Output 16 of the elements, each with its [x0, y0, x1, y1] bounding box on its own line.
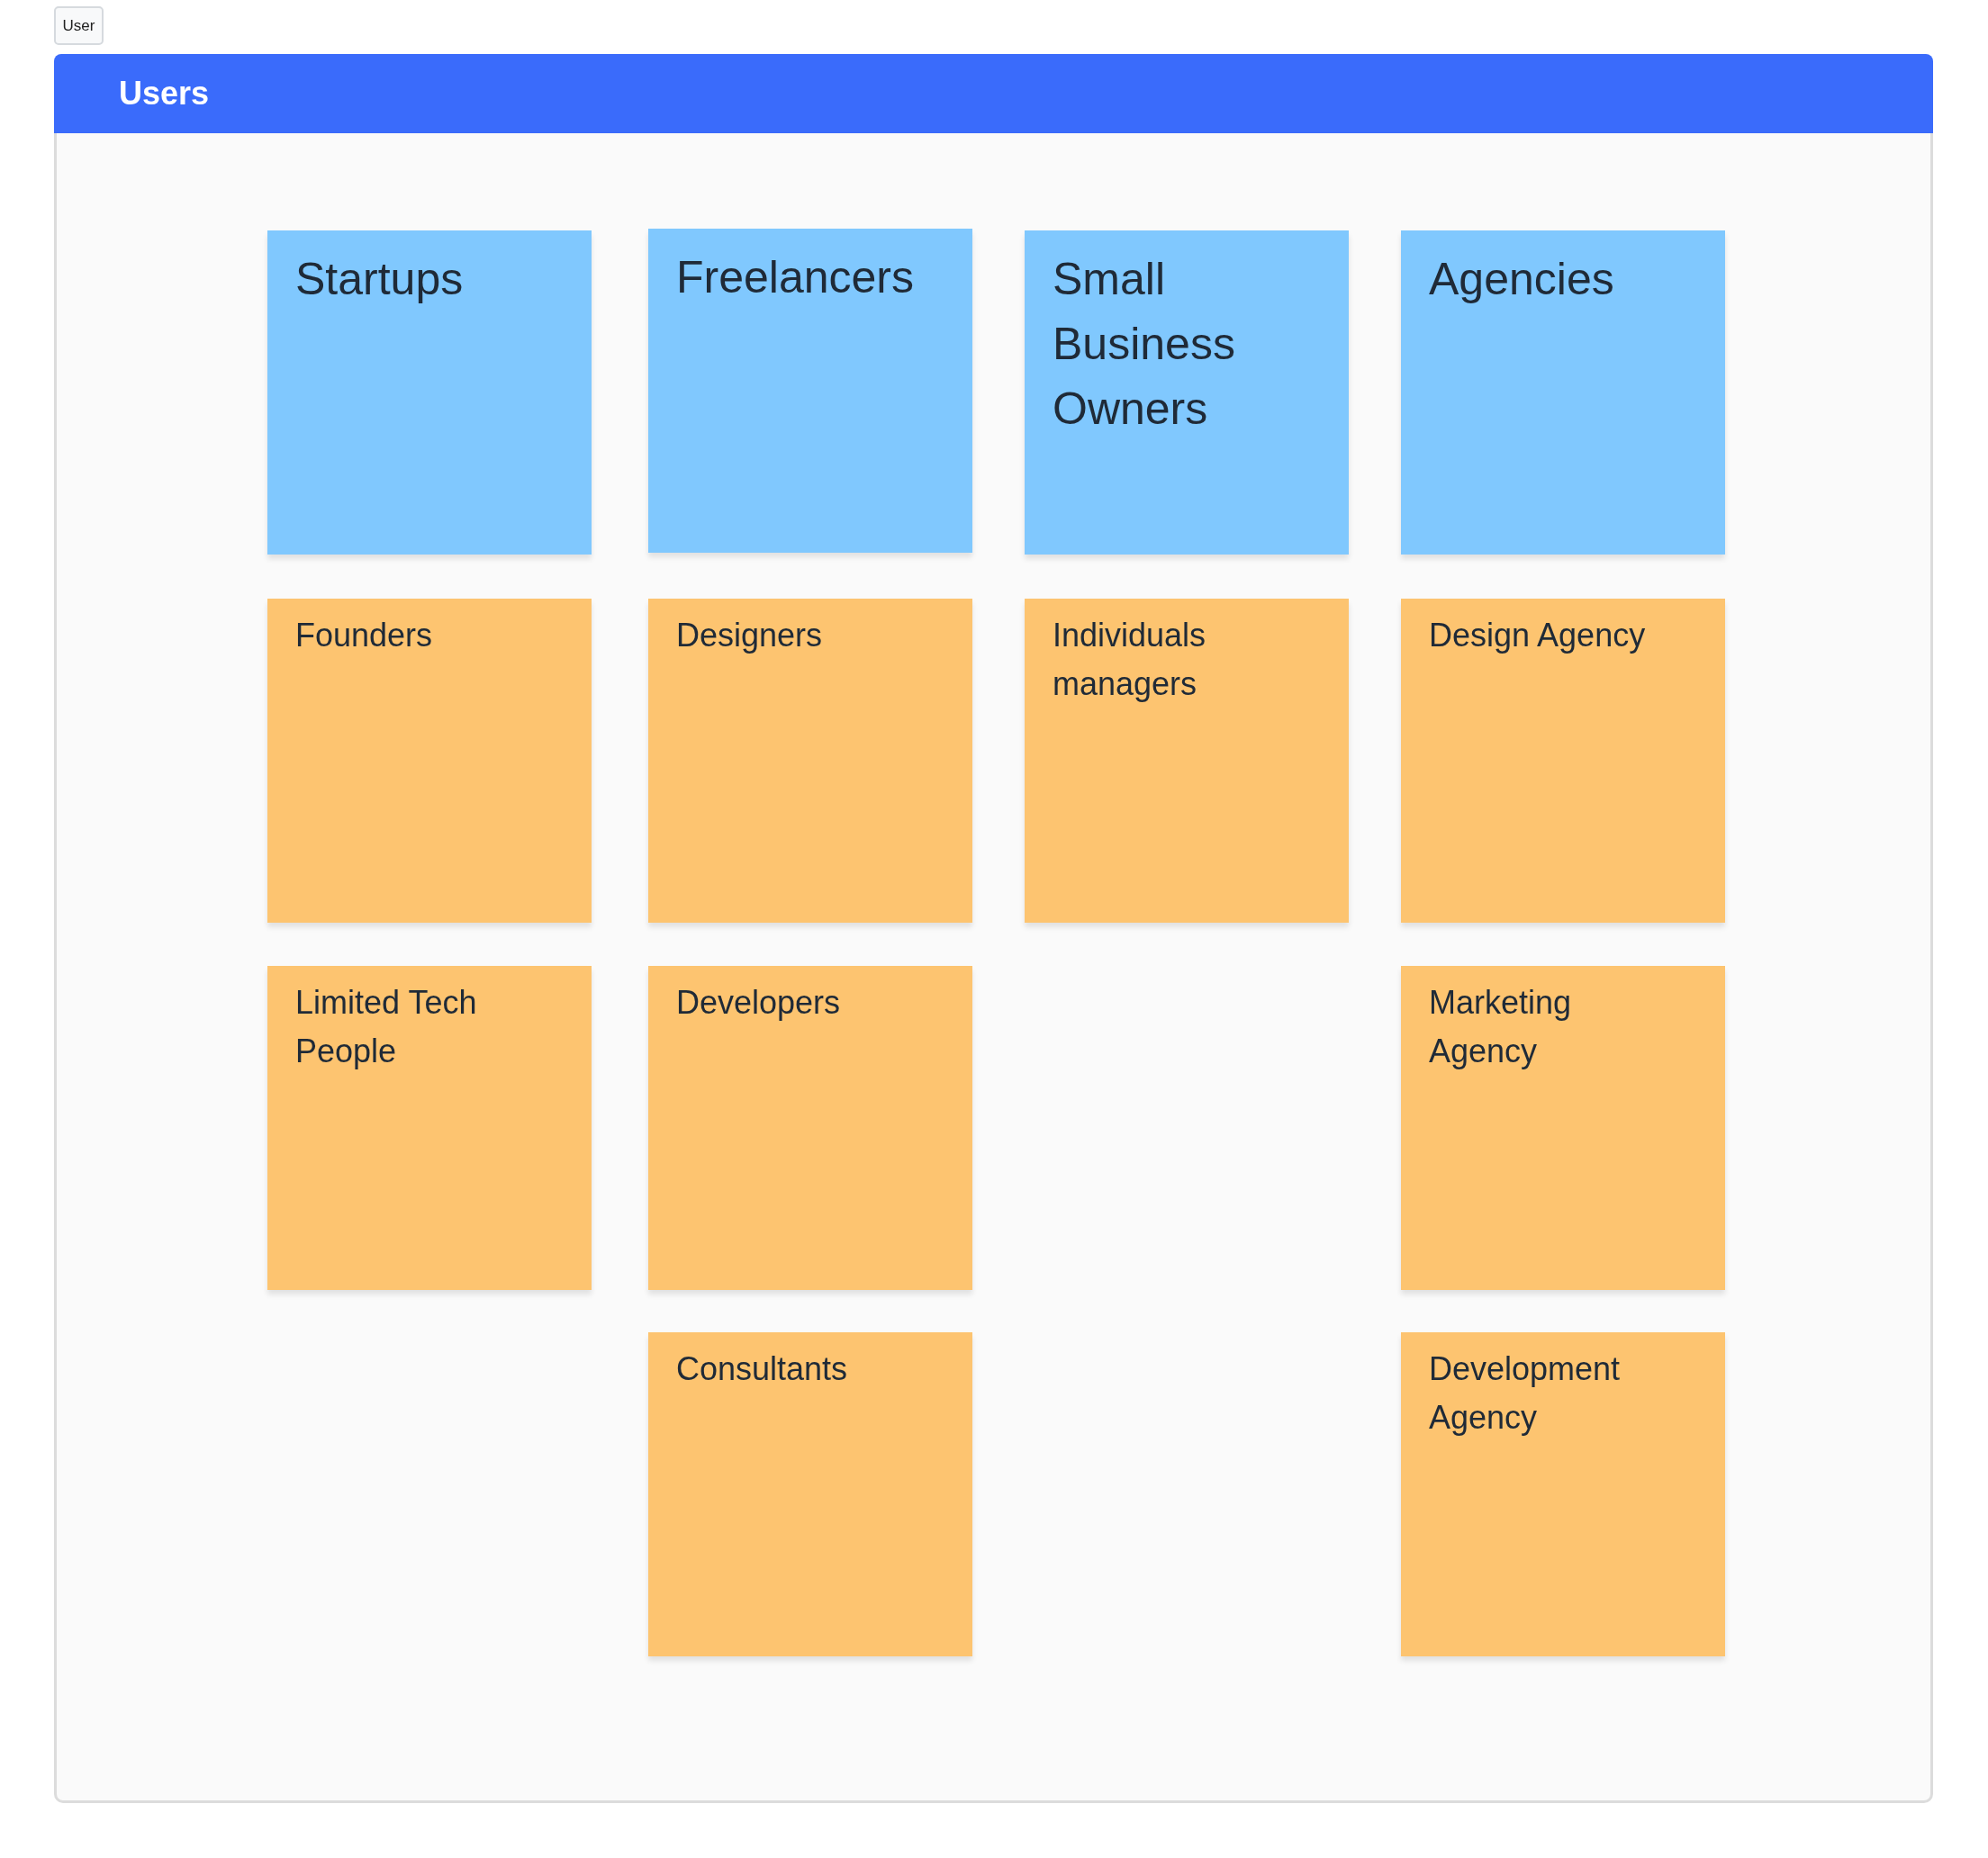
sticky-note: Founders	[267, 599, 592, 923]
sticky-note: Development Agency	[1401, 1332, 1725, 1656]
sticky-note: Marketing Agency	[1401, 966, 1725, 1290]
sticky-note: Startups	[267, 230, 592, 555]
sticky-note: Consultants	[648, 1332, 972, 1656]
sticky-note: Freelancers	[648, 229, 972, 553]
tag-label: User	[54, 6, 104, 45]
sticky-note: Designers	[648, 599, 972, 923]
sticky-note: Limited Tech People	[267, 966, 592, 1290]
sticky-note: Developers	[648, 966, 972, 1290]
sticky-note: Design Agency	[1401, 599, 1725, 923]
sticky-note: Agencies	[1401, 230, 1725, 555]
frame-header: Users	[54, 54, 1933, 133]
sticky-note: Small Business Owners	[1025, 230, 1349, 555]
sticky-note: Individuals managers	[1025, 599, 1349, 923]
frame-panel	[54, 54, 1933, 1803]
